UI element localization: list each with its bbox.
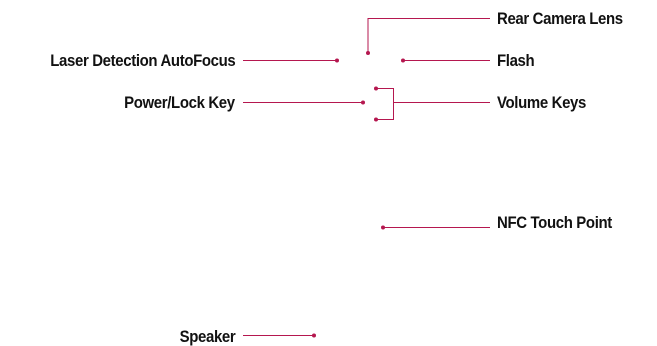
laser-detection-autofocus-label: Laser Detection AutoFocus: [49, 51, 236, 70]
volume-keys-bracket: [376, 88, 394, 120]
flash-point: [401, 58, 405, 63]
nfc-touch-point-label: NFC Touch Point: [497, 213, 612, 232]
volume-down-point: [374, 117, 378, 122]
volume-keys-label: Volume Keys: [497, 93, 586, 112]
speaker-label: Speaker: [179, 327, 235, 346]
speaker-point: [312, 333, 316, 338]
laser-af-point: [335, 58, 339, 63]
power-lock-key-label: Power/Lock Key: [124, 93, 235, 112]
volume-up-point: [374, 86, 378, 91]
flash-label: Flash: [497, 51, 535, 70]
power-lock-point: [361, 100, 365, 105]
rear-camera-lens-label: Rear Camera Lens: [497, 9, 623, 28]
nfc-point: [381, 225, 385, 230]
rear-camera-lens-point: [366, 51, 370, 55]
rear-camera-lens-callout-line: [367, 18, 490, 52]
